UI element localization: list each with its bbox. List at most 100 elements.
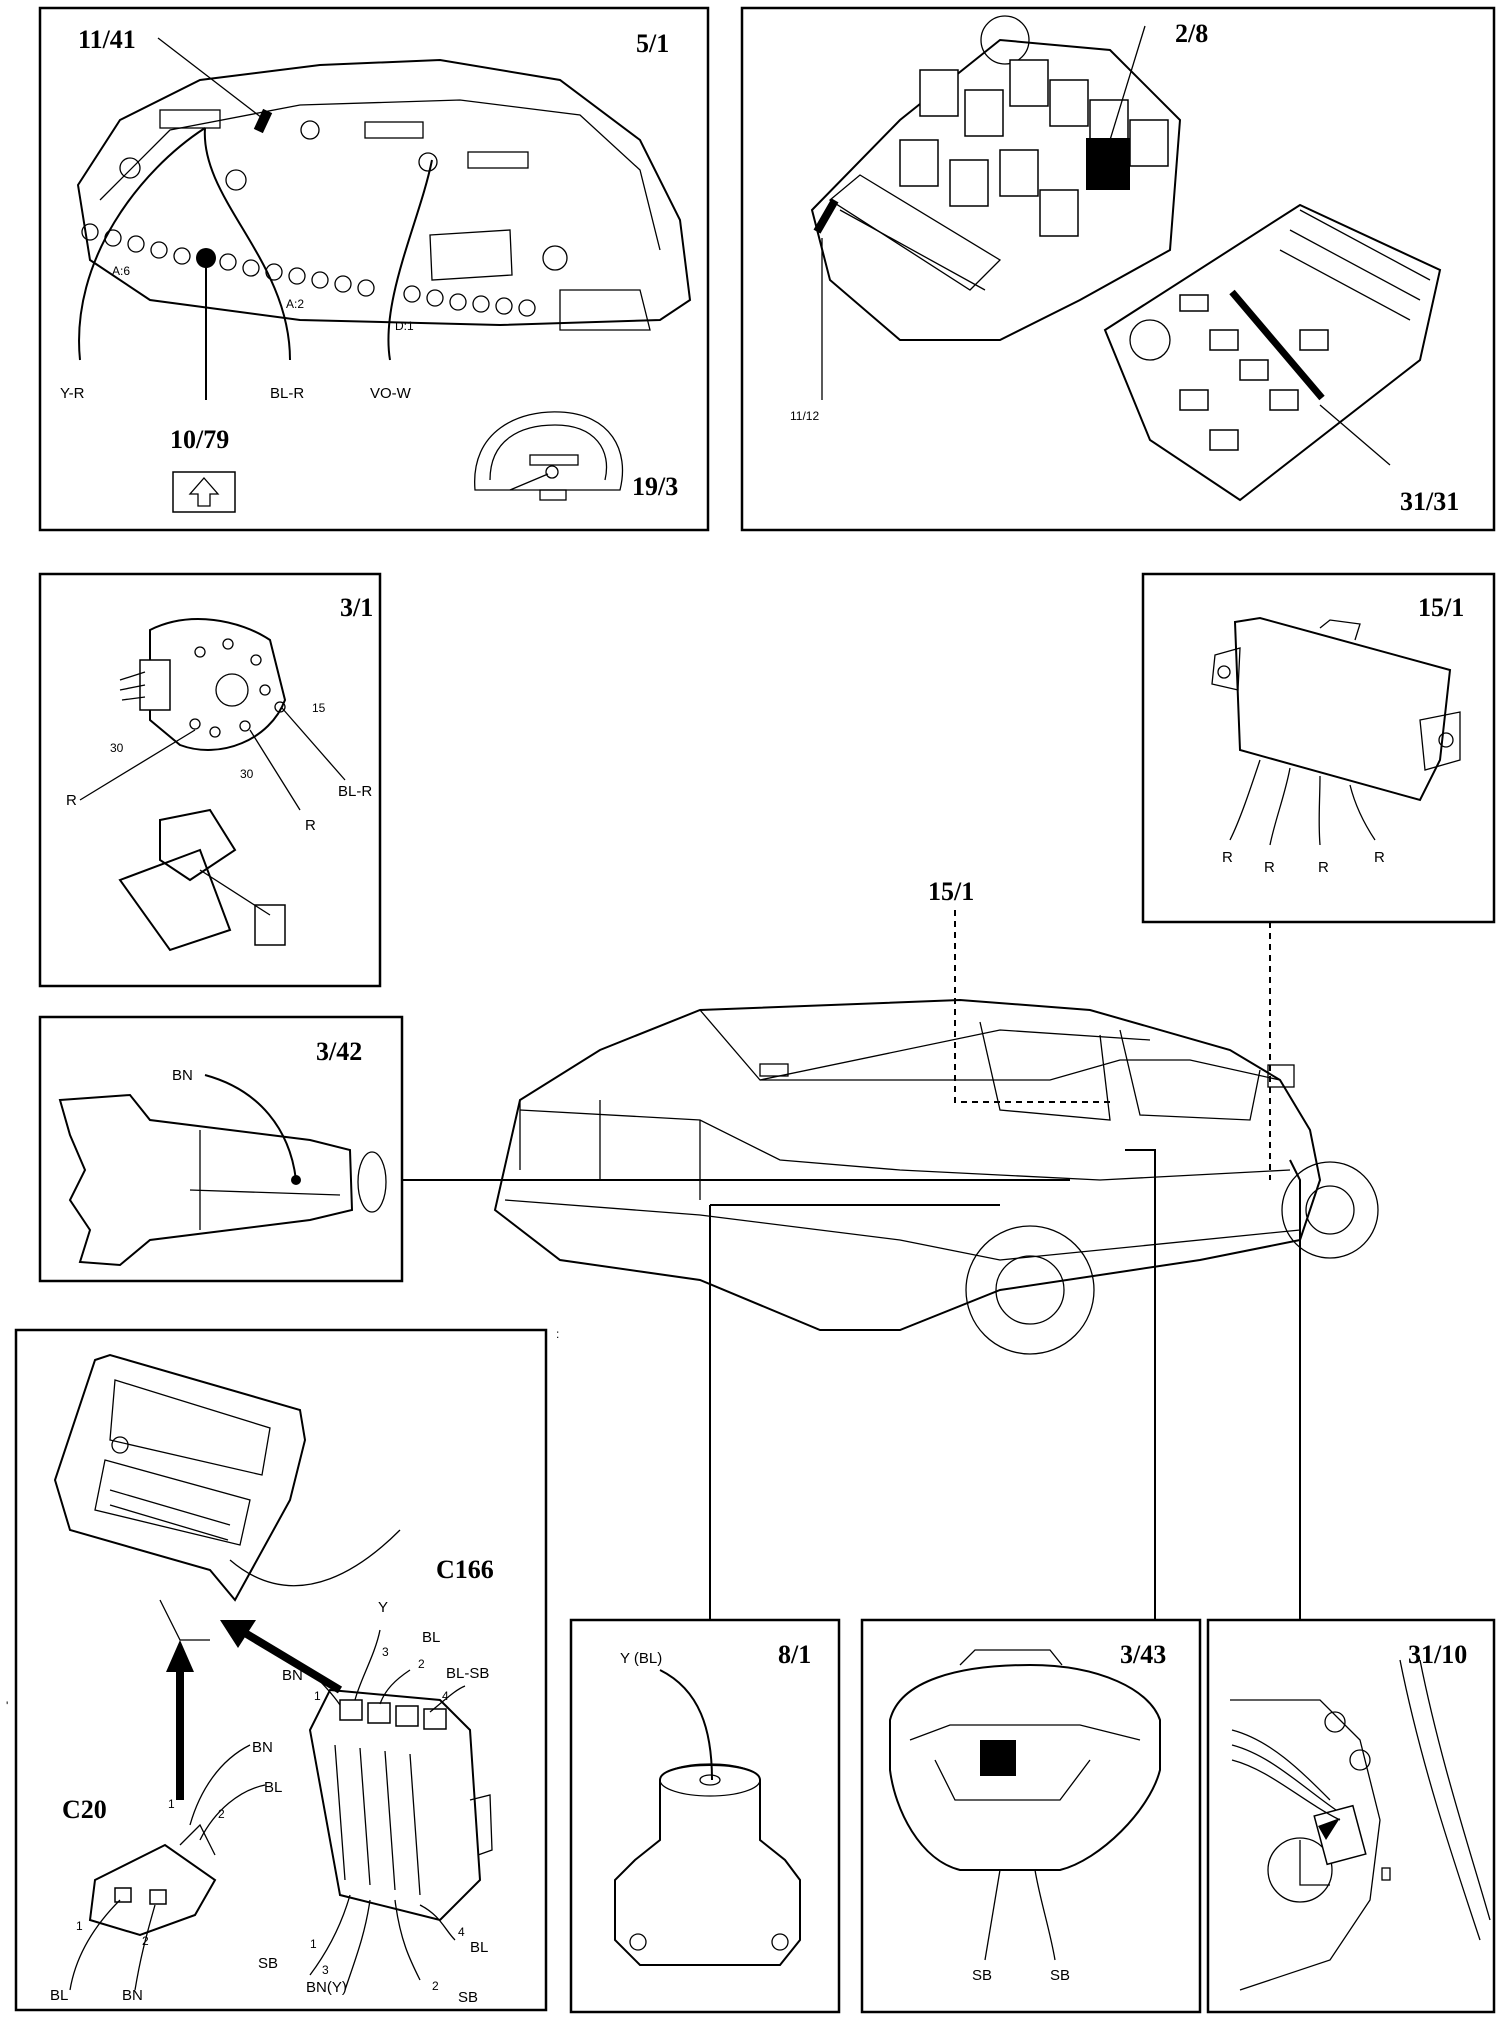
c166-pin-4-top: 4 (442, 1689, 449, 1703)
ref-31-31: 31/31 (1400, 487, 1459, 516)
c166-wire-bl: BL (422, 1629, 440, 1646)
pin-a6: A:6 (112, 264, 130, 278)
panel-frame (38, 1015, 404, 1283)
ref-8-1: 8/1 (778, 1640, 811, 1669)
relay-2-8-marker (1086, 138, 1130, 190)
panel-ignition-switch: 3/1 30 15 30 R BL-R R (38, 572, 382, 988)
wire-y-r: Y-R (60, 385, 85, 402)
c166-pin-3-bottom: 3 (322, 1963, 329, 1977)
wire-r-left: R (66, 792, 77, 809)
wire-r-2: R (1264, 859, 1275, 876)
ref-car-15-1: 15/1 (928, 877, 974, 906)
panel-ground-point: 31/10 (1206, 1618, 1496, 2014)
panel-instrument-cluster: 11/41 5/1 A:6 A:2 D:1 Y-R BL-R VO-W 10/7… (38, 6, 710, 532)
ignition-switch-drawing (79, 618, 346, 952)
ref-2-8: 2/8 (1175, 19, 1208, 48)
c20-wire-bl-bottom: BL (50, 1987, 68, 2004)
fuse-31-31-marker (1229, 289, 1325, 401)
panel-relay-fuse-box: 2/8 11/12 31/31 (740, 6, 1496, 532)
ground-point-drawing (1230, 1659, 1491, 1991)
connector-a (159, 109, 221, 129)
c166-pin-1-top: 1 (314, 1689, 321, 1703)
c166-wire-bn: BN (282, 1667, 303, 1684)
panel-frame (860, 1618, 1202, 2014)
c20-pin-1-top: 1 (168, 1797, 175, 1811)
panel-shift-knob: 3/43 SB SB (860, 1618, 1202, 2014)
stray-mark: ' (6, 1699, 8, 1713)
connector-c (467, 151, 529, 169)
speedometer-gauge-drawing (474, 411, 624, 501)
relay-box-drawing (810, 15, 1442, 502)
console-drawing (53, 1353, 401, 1641)
ref-11-12: 11/12 (790, 409, 819, 423)
bulb-row (81, 223, 536, 317)
locator-lines (402, 910, 1301, 1620)
wire-r-3: R (1318, 859, 1329, 876)
wire-vo-w: VO-W (370, 385, 412, 402)
ref-11-41: 11/41 (78, 25, 136, 54)
panel-frame (38, 6, 710, 532)
bulb-10-79-marker (196, 248, 216, 268)
shift-knob-drawing (889, 1649, 1161, 1961)
terminal-30-right: 30 (240, 767, 254, 781)
panel-frame (38, 572, 382, 988)
connector-c166-label: C166 (436, 1555, 494, 1584)
c20-wire-bl-top: BL (264, 1779, 282, 1796)
panel-connectors: C20 BN BL 1 2 1 2 BL BN C166 BN Y (14, 1328, 548, 2012)
sensor-drawing (614, 1669, 801, 1966)
c20-pin-2-top: 2 (218, 1807, 225, 1821)
pin-a2: A:2 (286, 297, 304, 311)
wire-sb-right: SB (1050, 1967, 1070, 1984)
connector-b (364, 121, 424, 139)
c166-pin-1-bottom: 1 (310, 1937, 317, 1951)
ref-5-1: 5/1 (636, 29, 669, 58)
terminal-30-left: 30 (110, 741, 124, 755)
panel-frame (1141, 572, 1496, 924)
ref-3-43: 3/43 (1120, 1640, 1166, 1669)
wire-bl-r: BL-R (270, 385, 304, 402)
panel-control-module: 15/1 R R R R (1141, 572, 1496, 924)
wire-bn: BN (172, 1067, 193, 1084)
wire-r-4: R (1374, 849, 1385, 866)
wire-bl-r: BL-R (338, 783, 372, 800)
wire-r-right: R (305, 817, 316, 834)
panel-frame (1206, 1618, 1496, 2014)
panel-transmission: 3/42 BN (38, 1015, 404, 1283)
car-drawing (493, 998, 1379, 1355)
up-arrow-icon (172, 471, 236, 513)
wire-y-bl: Y (BL) (620, 1650, 662, 1667)
rear-wheel (965, 1225, 1095, 1355)
connector-c166-drawing (308, 1629, 493, 1991)
c20-pin-2-bottom: 2 (142, 1934, 149, 1948)
c166-pin-4-bottom: 4 (458, 1925, 465, 1939)
c20-wire-bn-bottom: BN (122, 1987, 143, 2004)
ref-3-1: 3/1 (340, 593, 373, 622)
panel-frame (569, 1618, 841, 2014)
panel-frame (740, 6, 1496, 532)
panel-frame (14, 1328, 548, 2012)
c166-wire-y: Y (378, 1599, 388, 1616)
mirror (1267, 1064, 1295, 1088)
control-module-drawing (1211, 616, 1461, 846)
c166-wire-bn-y: BN(Y) (306, 1979, 347, 1996)
wire-r-1: R (1222, 849, 1233, 866)
terminal-15: 15 (312, 701, 326, 715)
c166-wire-bl-4: BL (470, 1939, 488, 1956)
c166-pin-2-bottom: 2 (432, 1979, 439, 1993)
arrow-c166-icon (237, 1626, 343, 1694)
connector-c20-drawing (69, 1744, 266, 1991)
ref-10-79: 10/79 (170, 425, 229, 454)
ref-15-1: 15/1 (1418, 593, 1464, 622)
ref-19-3: 19/3 (632, 472, 678, 501)
panel-sensor: 8/1 Y (BL) (569, 1618, 841, 2014)
wire-sb-left: SB (972, 1967, 992, 1984)
stray-mark-2: : (556, 1327, 559, 1341)
c166-wire-sb-2: SB (458, 1989, 478, 2006)
c166-pin-3-top: 3 (382, 1645, 389, 1659)
ref-3-42: 3/42 (316, 1037, 362, 1066)
ref-31-10: 31/10 (1408, 1640, 1467, 1669)
instrument-cluster-drawing (76, 37, 692, 400)
c20-wire-bn-top: BN (252, 1739, 273, 1756)
connector-c20-label: C20 (62, 1795, 107, 1824)
